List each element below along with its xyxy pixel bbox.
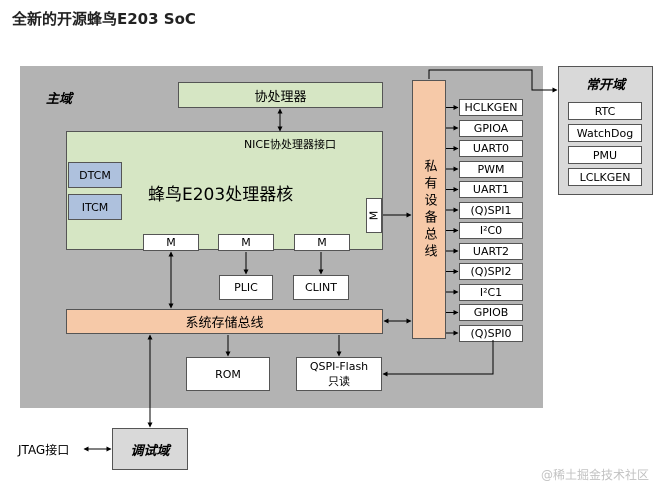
peripheral-3: PWM xyxy=(459,160,523,178)
peripheral-8: (Q)SPI2 xyxy=(459,263,523,280)
peripheral-1: GPIOA xyxy=(459,119,523,137)
clint-block: CLINT xyxy=(293,275,349,300)
link-privbus-alwayson xyxy=(428,69,558,93)
coprocessor-block: 协处理器 xyxy=(178,82,383,108)
nice-interface-label: NICE协处理器接口 xyxy=(243,138,337,151)
peripheral-10: GPIOB xyxy=(459,304,523,321)
peripheral-2: UART0 xyxy=(459,140,523,157)
link-qspi0-flash xyxy=(382,340,494,377)
master-port-2: M xyxy=(218,234,274,251)
always-on-item-rtc: RTC xyxy=(568,102,642,120)
master-port-right: M xyxy=(366,198,382,233)
system-storage-bus: 系统存储总线 xyxy=(66,309,383,334)
peripheral-5: (Q)SPI1 xyxy=(459,201,523,219)
watermark: @稀土掘金技术社区 xyxy=(541,468,650,482)
peripheral-9: I²C1 xyxy=(459,283,523,301)
rom-block: ROM xyxy=(186,357,270,391)
jtag-label: JTAG接口 xyxy=(18,443,70,457)
peripheral-4: UART1 xyxy=(459,181,523,198)
master-port-1: M xyxy=(143,234,199,251)
main-domain-label: 主域 xyxy=(46,92,73,107)
always-on-item-watchdog: WatchDog xyxy=(568,124,642,142)
always-on-item-lclkgen: LCLKGEN xyxy=(568,168,642,186)
qspi-flash-block: QSPI-Flash 只读 xyxy=(296,357,382,391)
peripheral-11: (Q)SPI0 xyxy=(459,324,523,342)
private-device-bus-label: 私有设备总线 xyxy=(421,158,437,261)
peripheral-7: UART2 xyxy=(459,242,523,260)
debug-domain: 调试域 xyxy=(112,428,188,470)
plic-block: PLIC xyxy=(219,275,273,300)
master-port-3: M xyxy=(294,234,350,251)
qspi-flash-readonly-label: 只读 xyxy=(328,374,350,388)
peripheral-0: HCLKGEN xyxy=(459,99,523,116)
dtcm-block: DTCM xyxy=(68,162,122,188)
core-label: 蜂鸟E203处理器核 xyxy=(148,185,294,205)
always-on-domain-label: 常开域 xyxy=(585,78,625,93)
peripheral-6: I²C0 xyxy=(459,222,523,239)
qspi-flash-label: QSPI-Flash xyxy=(309,359,369,373)
private-device-bus: 私有设备总线 xyxy=(412,80,446,339)
page-title: 全新的开源蜂鸟E203 SoC xyxy=(12,10,196,28)
itcm-block: ITCM xyxy=(68,194,122,220)
always-on-item-pmu: PMU xyxy=(568,146,642,164)
